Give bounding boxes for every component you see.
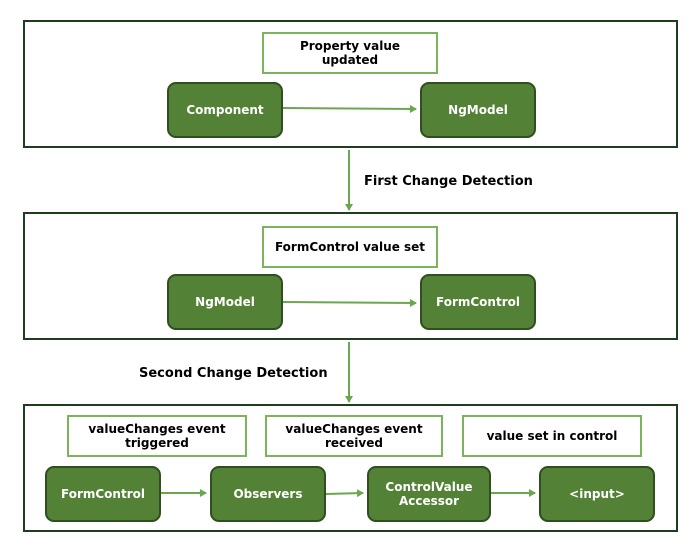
node-formcontrol-middle: FormControl bbox=[420, 274, 536, 330]
note-value-set-in-control: value set in control bbox=[462, 415, 642, 457]
arrow-observers-to-accessor bbox=[325, 489, 364, 498]
caption-second-change-detection: Second Change Detection bbox=[139, 366, 328, 381]
node-input: <input> bbox=[539, 466, 655, 522]
node-controlvalue-accessor: ControlValue Accessor bbox=[367, 466, 491, 522]
note-property-value-updated: Property value updated bbox=[262, 32, 438, 74]
node-ngmodel-top: NgModel bbox=[420, 82, 536, 138]
panel-middle: FormControl value set NgModel FormContro… bbox=[23, 212, 678, 340]
note-valuechanges-received: valueChanges event received bbox=[265, 415, 443, 457]
node-ngmodel-middle: NgModel bbox=[167, 274, 283, 330]
node-observers: Observers bbox=[210, 466, 326, 522]
arrow-ngmodel-to-formcontrol bbox=[282, 298, 417, 307]
node-formcontrol-bottom: FormControl bbox=[45, 466, 161, 522]
note-valuechanges-triggered: valueChanges event triggered bbox=[67, 415, 247, 457]
panel-bottom: valueChanges event triggered valueChange… bbox=[23, 404, 678, 532]
panel-top: Property value updated Component NgModel bbox=[23, 20, 678, 148]
caption-first-change-detection: First Change Detection bbox=[364, 174, 533, 189]
node-component: Component bbox=[167, 82, 283, 138]
note-formcontrol-value-set: FormControl value set bbox=[262, 226, 438, 268]
arrow-component-to-ngmodel bbox=[282, 104, 417, 113]
